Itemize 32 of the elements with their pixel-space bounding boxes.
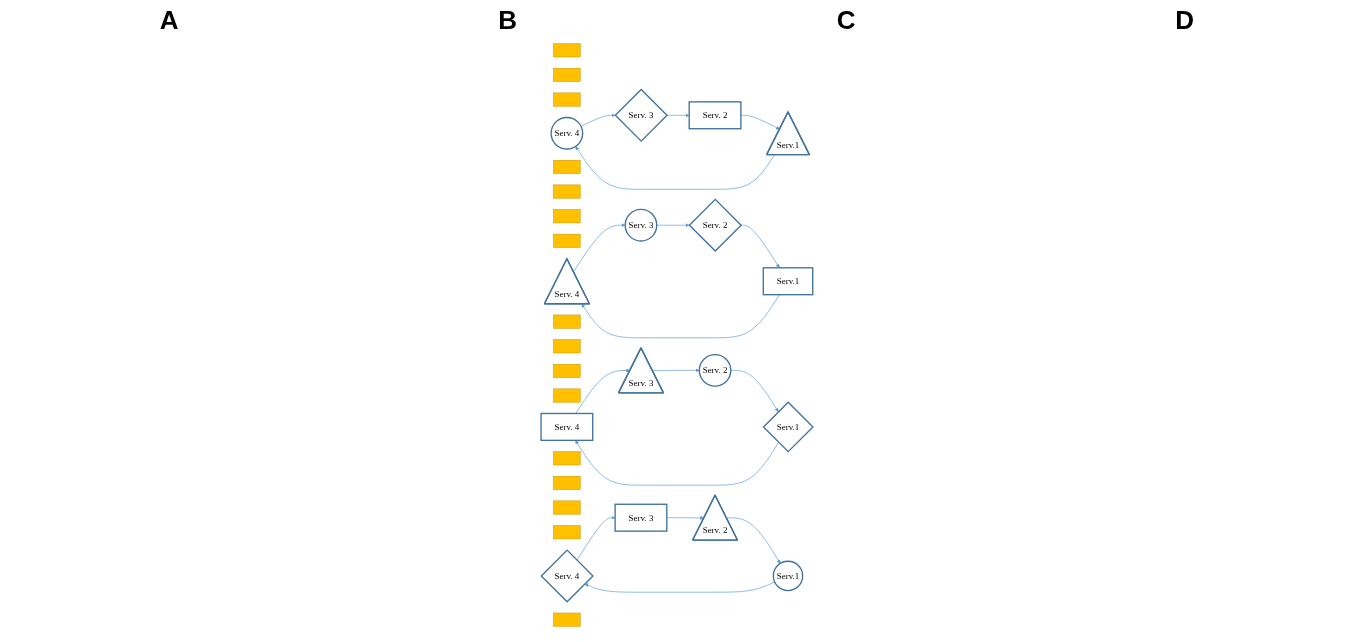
- node-circle: Serv. 3: [624, 208, 658, 242]
- node-box: Serv. 2: [688, 101, 742, 130]
- node-bar: [553, 92, 581, 107]
- node-bar: [553, 43, 581, 58]
- node-box: Serv. 3: [614, 503, 668, 532]
- node-circle: Serv.1: [772, 560, 804, 592]
- node-bar: [553, 363, 581, 378]
- node-circle: Serv. 4: [550, 116, 584, 150]
- node-bar: [553, 339, 581, 354]
- node-bar: [553, 184, 581, 199]
- node-bar: [553, 233, 581, 248]
- node-bar: [553, 612, 581, 627]
- node-box: Serv. 4: [540, 412, 594, 442]
- panel-letter: B: [498, 4, 518, 36]
- node-bar: [553, 388, 581, 403]
- node-diamond: Serv.1: [762, 401, 814, 453]
- node-bar: [553, 525, 581, 540]
- node-box: Serv.1: [762, 267, 814, 296]
- node-diamond: Serv. 4: [540, 549, 594, 603]
- node-bar: [553, 209, 581, 224]
- panel-letter: C: [836, 4, 856, 36]
- node-bar: [553, 314, 581, 329]
- node-bar: [553, 160, 581, 174]
- node-bar: [553, 500, 581, 515]
- node-diamond: Serv. 2: [688, 198, 743, 252]
- panel-letter: D: [1175, 4, 1195, 36]
- panel-letter: A: [159, 4, 179, 36]
- node-bar: [553, 68, 581, 82]
- node-circle: Serv. 2: [698, 353, 732, 387]
- node-diamond: Serv. 3: [614, 88, 668, 143]
- node-bar: [553, 475, 581, 490]
- node-bar: [553, 451, 581, 466]
